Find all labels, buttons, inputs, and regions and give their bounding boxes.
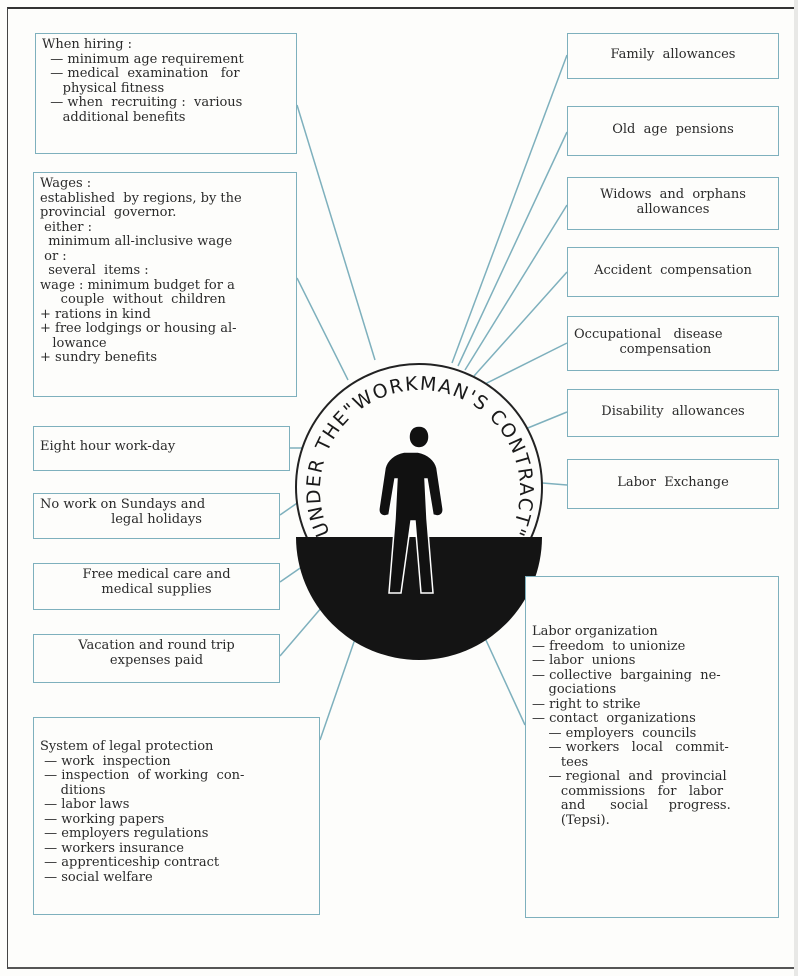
organization-line: — labor unions [532, 653, 636, 668]
wages-line: established by regions, by the [40, 190, 242, 206]
legal-line: — apprenticeship contract [40, 855, 220, 870]
old-age-line: Old age pensions [612, 122, 734, 137]
old-age-pensions-box: Old age pensions [567, 106, 779, 156]
hiring-line: — when recruiting : various [42, 95, 243, 110]
organization-line: gociations [532, 682, 617, 697]
sundays-line: No work on Sundays and [40, 497, 206, 512]
connector-accident [473, 271, 568, 377]
hiring-line: — minimum age requirement [42, 51, 244, 67]
disability-allowances-box: Disability allowances [567, 389, 779, 437]
wages-line: minimum all-inclusive wage [40, 234, 233, 249]
hiring-line: When hiring : [42, 37, 133, 52]
medical-line: Free medical care and [82, 567, 231, 582]
sundays-line: legal holidays [111, 511, 202, 527]
legal-protection-box: System of legal protection — work inspec… [33, 717, 320, 915]
occupational-disease-box: Occupational disease compensation [567, 316, 779, 371]
sundays-box: No work on Sundays and legal holidays [33, 493, 280, 539]
wages-line: + free lodgings or housing al- [40, 321, 237, 336]
organization-line: Labor organization [532, 624, 658, 639]
wages-line: couple without children [40, 292, 226, 307]
connector-widows [464, 204, 568, 371]
legal-line: — labor laws [40, 797, 130, 812]
medical-line: medical supplies [101, 581, 212, 597]
page-frame [7, 7, 798, 969]
wages-line: + rations in kind [40, 306, 151, 322]
connector-occupational [484, 342, 568, 385]
organization-line: — contact organizations [532, 711, 696, 726]
hiring-line: additional benefits [42, 109, 186, 125]
organization-line: — workers local commit- [532, 740, 729, 755]
labor-exchange-line: Labor Exchange [617, 475, 729, 490]
widows-line: allowances [636, 201, 710, 217]
organization-line: — collective bargaining ne- [532, 667, 721, 683]
connector-family [451, 54, 568, 364]
hiring-line: physical fitness [42, 80, 165, 96]
labor-organization-box: Labor organization — freedom to unionize… [525, 576, 779, 918]
wages-line: or : [40, 248, 67, 264]
family-line: Family allowances [610, 47, 736, 62]
organization-line: (Tepsi). [532, 812, 610, 828]
legal-line: ditions [40, 782, 106, 798]
legal-line: — workers insurance [40, 840, 184, 856]
accident-compensation-box: Accident compensation [567, 247, 779, 297]
occupational-line: Occupational disease [574, 327, 723, 342]
connector-old-age [457, 131, 568, 367]
organization-line: tees [532, 754, 589, 770]
page-edge [794, 0, 798, 976]
medical-box: Free medical care and medical supplies [33, 563, 280, 610]
wages-line: lowance [40, 335, 107, 351]
vacation-line: Vacation and round trip [78, 638, 235, 653]
hiring-box: When hiring : — minimum age requirement … [35, 33, 297, 154]
connector-hiring [296, 104, 376, 361]
central-emblem: UNDER THE"WORKMAN'S CONTRACT" [295, 363, 543, 660]
organization-line: commissions for labor [532, 783, 724, 799]
family-allowances-box: Family allowances [567, 33, 779, 79]
eight-hour-line: Eight hour work-day [40, 439, 176, 454]
legal-line: — work inspection [40, 753, 171, 769]
labor-exchange-box: Labor Exchange [567, 459, 779, 509]
worker-figure-icon [378, 425, 444, 594]
disability-line: Disability allowances [601, 404, 745, 419]
legal-line: — working papers [40, 811, 165, 827]
legal-line: — inspection of working con- [40, 768, 245, 783]
legal-line: System of legal protection [40, 739, 214, 754]
wages-line: wage : minimum budget for a [40, 277, 235, 293]
occupational-line: compensation [574, 341, 712, 357]
wages-line: provincial governor. [40, 205, 177, 220]
wages-box: Wages : established by regions, by the p… [33, 172, 297, 397]
organization-line: and social progress. [532, 798, 731, 813]
accident-line: Accident compensation [594, 263, 752, 278]
vacation-line: expenses paid [109, 652, 204, 668]
legal-line: — employers regulations [40, 826, 209, 841]
wages-line: several items : [40, 263, 149, 278]
vacation-box: Vacation and round trip expenses paid [33, 634, 280, 683]
legal-line: — social welfare [40, 869, 153, 885]
wages-line: either : [40, 219, 92, 235]
hiring-line: — medical examination for [42, 66, 240, 81]
organization-line: — freedom to unionize [532, 638, 686, 654]
widows-orphans-box: Widows and orphans allowances [567, 177, 779, 230]
connector-wages [296, 277, 349, 381]
eight-hour-box: Eight hour work-day [33, 426, 290, 471]
organization-line: — regional and provincial [532, 769, 727, 784]
emblem-ground [296, 537, 542, 660]
wages-line: Wages : [40, 176, 92, 191]
organization-line: — right to strike [532, 696, 641, 712]
wages-line: + sundry benefits [40, 350, 158, 365]
organization-line: — employers councils [532, 725, 697, 741]
widows-line: Widows and orphans [600, 187, 746, 202]
